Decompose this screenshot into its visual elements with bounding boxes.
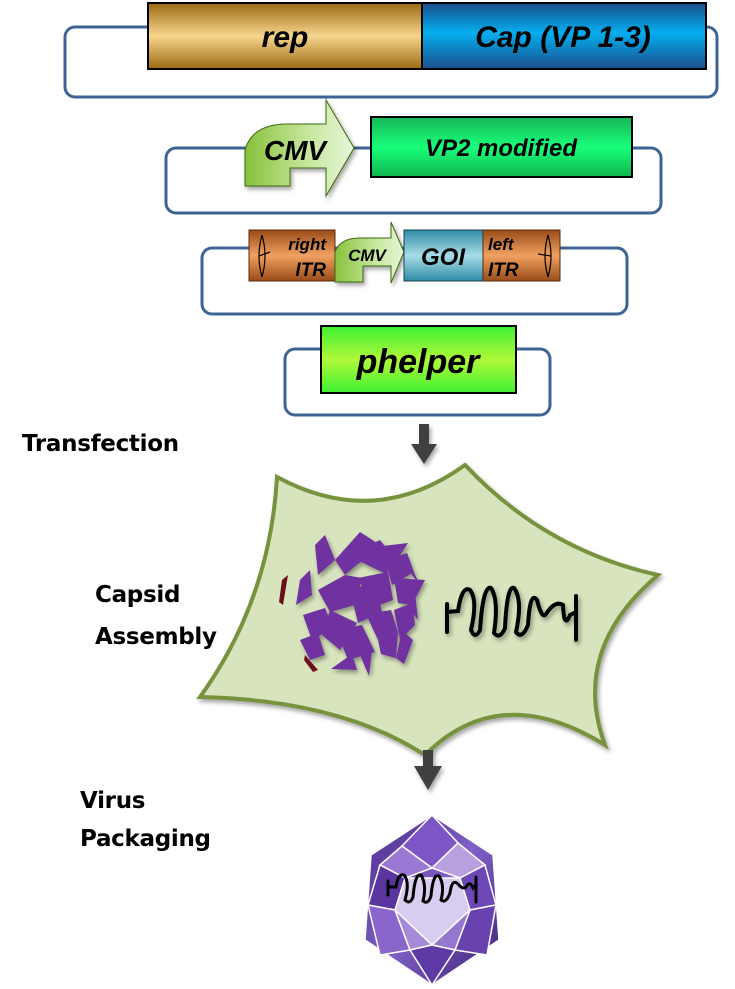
itr-hairpin-icon bbox=[258, 234, 271, 278]
cmv-label: CMV bbox=[348, 246, 387, 265]
cap-gene bbox=[421, 2, 707, 70]
itr-hairpin-icon bbox=[537, 234, 552, 278]
right-itr-label-1: right bbox=[288, 235, 327, 254]
plasmid-helper: phelper bbox=[283, 325, 552, 417]
phelper-gene bbox=[320, 325, 517, 394]
down-arrow-icon bbox=[414, 750, 442, 790]
cmv-promoter-arrow bbox=[244, 98, 355, 198]
vp2-label: VP2 modified bbox=[425, 135, 578, 162]
capsid-fragments-icon bbox=[296, 532, 425, 676]
cmv-label: CMV bbox=[264, 135, 329, 166]
rep-label: rep bbox=[262, 21, 309, 54]
plasmid-transfer: right ITR CMV GOI left ITR bbox=[200, 221, 629, 316]
down-arrow-icon bbox=[411, 424, 437, 464]
phelper-label: phelper bbox=[356, 343, 482, 381]
aav-virion-icon bbox=[364, 813, 500, 987]
fragment-red bbox=[304, 655, 318, 672]
step-virus-line1: Virus bbox=[80, 788, 146, 814]
cell-body bbox=[196, 462, 663, 758]
cap-label: Cap (VP 1-3) bbox=[475, 21, 651, 54]
right-itr-label-2: ITR bbox=[295, 260, 326, 281]
goi-label: GOI bbox=[421, 244, 466, 271]
fragment-red bbox=[279, 575, 288, 605]
dna-genome-icon bbox=[445, 585, 578, 642]
dna-genome-icon bbox=[386, 873, 478, 904]
plasmid-rep-cap: rep Cap (VP 1-3) bbox=[63, 2, 719, 99]
step-transfection: Transfection bbox=[22, 431, 179, 457]
left-itr-label-1: left bbox=[488, 235, 515, 254]
vp2-gene bbox=[370, 116, 633, 178]
step-virus-line2: Packaging bbox=[80, 826, 211, 852]
step-capsid-line1: Capsid bbox=[95, 582, 181, 608]
goi-gene bbox=[403, 229, 484, 282]
plasmid-vp2: CMV VP2 modified bbox=[164, 98, 663, 215]
rep-gene bbox=[147, 2, 423, 70]
step-capsid-line2: Assembly bbox=[95, 624, 217, 650]
cmv-promoter-arrow bbox=[334, 221, 405, 284]
cell bbox=[196, 462, 663, 758]
left-itr-label-2: ITR bbox=[488, 260, 519, 281]
